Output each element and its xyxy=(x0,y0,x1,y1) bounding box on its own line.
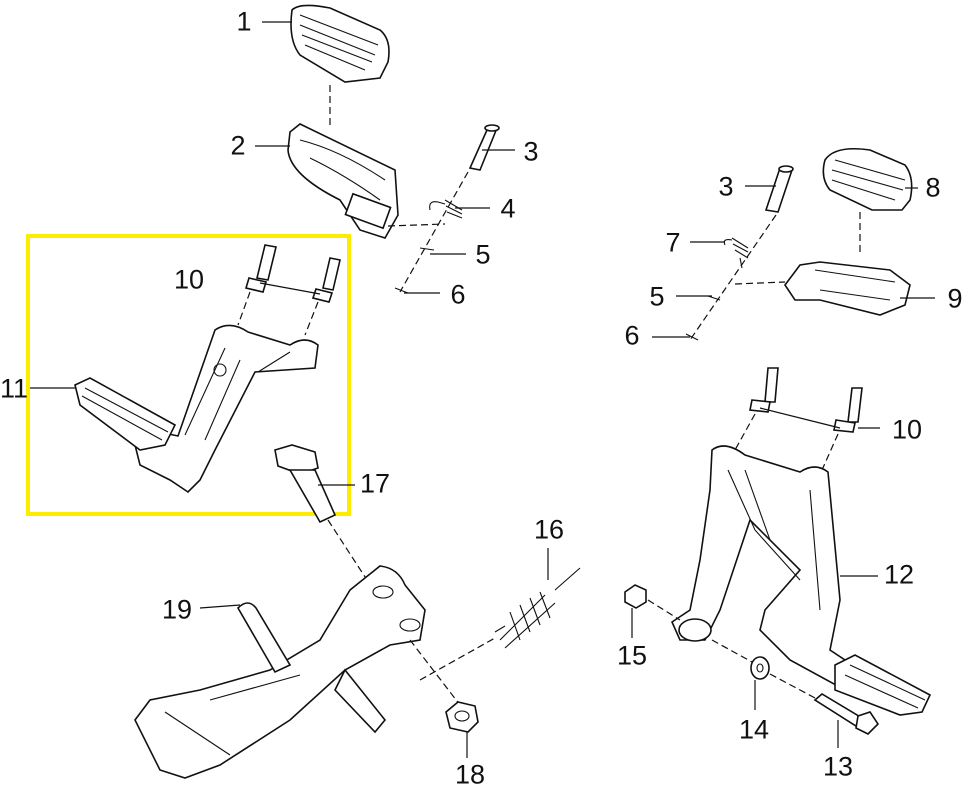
part-12-footpeg-bracket-right xyxy=(670,445,932,716)
callout-18: 18 xyxy=(454,759,486,787)
part-3-pin xyxy=(468,124,500,171)
part-2-footpeg-frame xyxy=(287,123,399,239)
highlight-box xyxy=(26,234,351,516)
callout-5: 5 xyxy=(475,239,491,270)
callout-17: 17 xyxy=(359,468,391,499)
callout-13: 13 xyxy=(822,751,854,782)
part-18-nut xyxy=(445,701,479,733)
callout-19: 19 xyxy=(161,594,193,625)
part-10-bolts-right xyxy=(749,367,863,433)
callout-15: 15 xyxy=(616,640,648,671)
part-13-bolt xyxy=(813,693,880,735)
part-15-nut xyxy=(624,584,647,609)
part-19-brake-pedal xyxy=(134,565,426,779)
callout-1: 1 xyxy=(236,6,252,37)
part-17-pivot-bolt xyxy=(274,444,337,524)
callout-3: 3 xyxy=(523,136,539,167)
part-3-pin-right xyxy=(764,165,794,213)
callout-5-right: 5 xyxy=(649,281,665,312)
part-16-return-spring xyxy=(494,567,581,649)
part-4-spring xyxy=(429,199,463,219)
callout-11: 11 xyxy=(0,373,29,404)
callout-8: 8 xyxy=(925,172,941,203)
part-7-spring-right xyxy=(723,237,749,269)
callout-7: 7 xyxy=(665,227,681,258)
part-14-washer xyxy=(750,656,770,680)
part-9-footpeg-frame-right xyxy=(784,261,911,316)
callout-12: 12 xyxy=(883,559,915,590)
callout-3-right: 3 xyxy=(718,171,734,202)
part-8-footpeg-pad-right xyxy=(822,147,913,211)
leader-lines xyxy=(30,21,935,758)
callout-4: 4 xyxy=(500,193,516,224)
callout-9: 9 xyxy=(947,283,963,314)
part-10-bolts-left xyxy=(244,244,341,303)
callout-10-right: 10 xyxy=(891,414,923,445)
callout-10: 10 xyxy=(173,264,205,295)
part-11-footpeg-bracket xyxy=(74,324,319,494)
callout-14: 14 xyxy=(738,714,770,745)
callout-2: 2 xyxy=(230,130,246,161)
callout-6-right: 6 xyxy=(624,320,640,351)
callout-16: 16 xyxy=(533,514,565,545)
part-1-footpeg-pad xyxy=(290,4,390,83)
callout-6: 6 xyxy=(450,279,466,310)
